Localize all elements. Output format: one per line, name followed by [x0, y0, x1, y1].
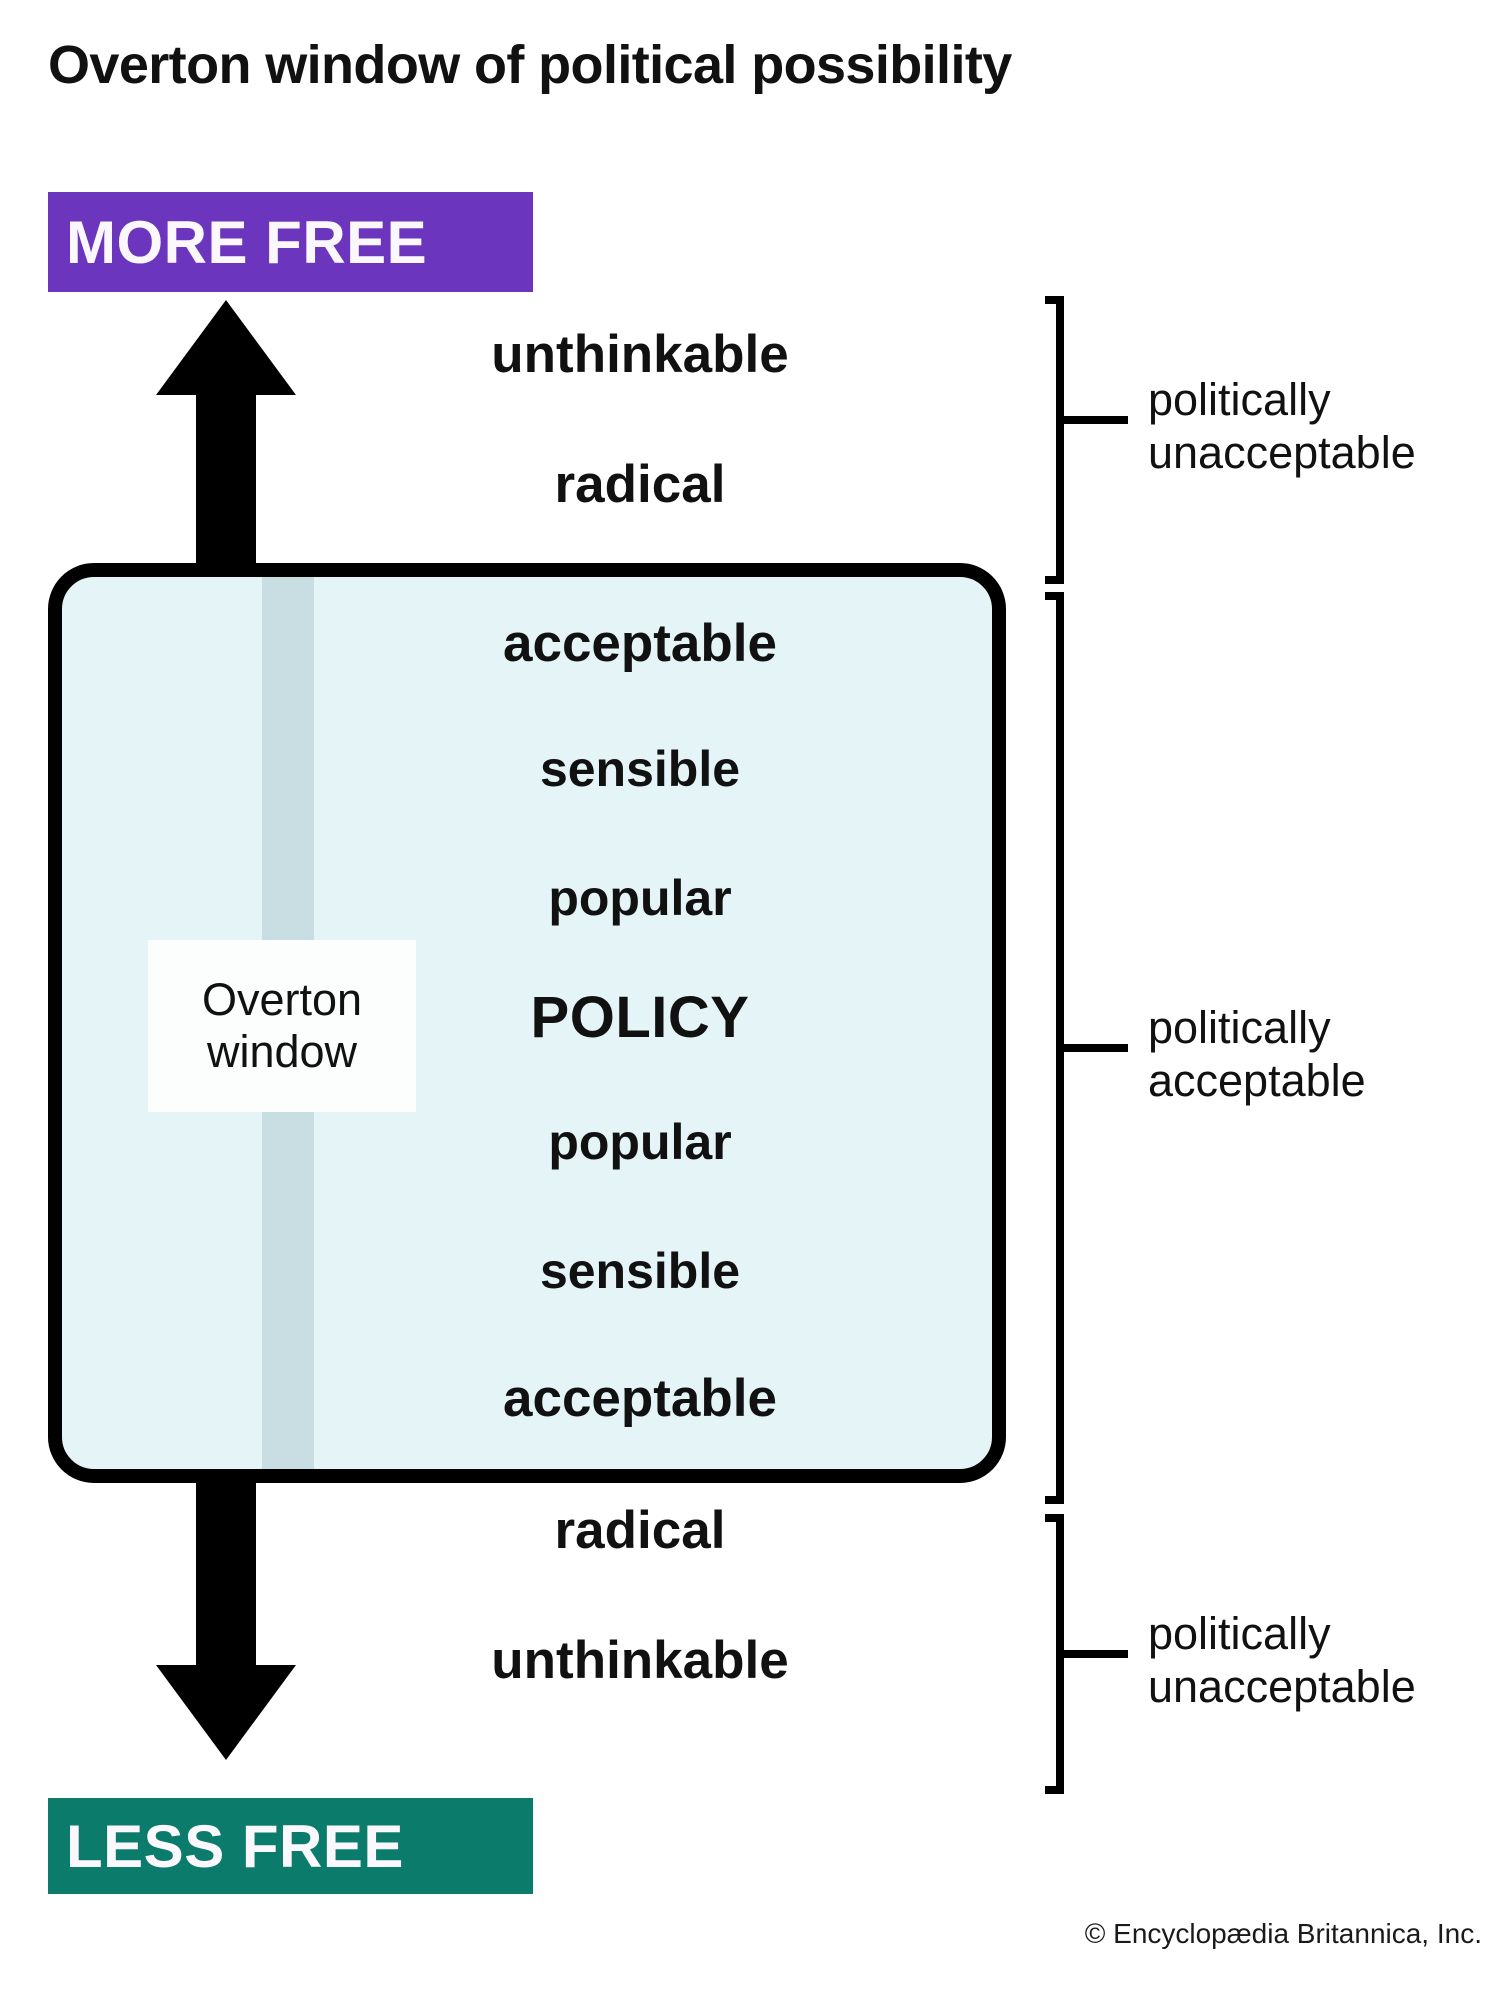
- bracket-label-unacceptable-upper: politically unacceptable: [1148, 373, 1500, 479]
- tier-unthinkable-top: unthinkable: [491, 325, 789, 384]
- bracket-label-upper-line2: unacceptable: [1148, 427, 1416, 479]
- bracket-label-upper-line1: politically: [1148, 374, 1331, 425]
- overton-window-label-line1: Overton: [201, 973, 363, 1025]
- tier-sensible-upper: sensible: [539, 741, 741, 797]
- bracket-label-lower-line2: unacceptable: [1148, 1661, 1416, 1713]
- arrow-head-up: [156, 300, 296, 560]
- bracket-label-unacceptable-lower: politically unacceptable: [1148, 1607, 1500, 1713]
- bracket-label-acceptable: politically acceptable: [1148, 1001, 1500, 1107]
- tier-acceptable-lower: acceptable: [503, 1369, 777, 1428]
- bracket-unacceptable-upper: [1045, 296, 1064, 584]
- tier-sensible-lower: sensible: [539, 1243, 741, 1299]
- tier-popular-upper: popular: [548, 870, 732, 926]
- tier-unthinkable-bottom: unthinkable: [491, 1631, 789, 1690]
- overton-window-label-line2: window: [206, 1026, 358, 1077]
- bracket-acceptable: [1045, 592, 1064, 1504]
- more-free-banner: MORE FREE: [48, 192, 533, 292]
- bracket-label-lower-line1: politically: [1148, 1608, 1331, 1659]
- page-title: Overton window of political possibility: [48, 35, 1012, 95]
- tier-radical-top: radical: [554, 455, 726, 514]
- more-free-label: MORE FREE: [66, 208, 428, 276]
- arrow-head-down: [156, 1500, 296, 1760]
- tier-policy: POLICY: [530, 985, 750, 1050]
- bracket-unacceptable-lower: [1045, 1514, 1064, 1794]
- overton-window-label: Overton window: [148, 940, 416, 1112]
- tier-acceptable-upper: acceptable: [503, 614, 777, 673]
- tier-popular-lower: popular: [548, 1114, 732, 1170]
- bracket-label-middle-line2: acceptable: [1148, 1055, 1366, 1107]
- less-free-label: LESS FREE: [66, 1812, 404, 1880]
- tier-radical-bottom: radical: [554, 1501, 726, 1560]
- less-free-banner: LESS FREE: [48, 1798, 533, 1894]
- bracket-label-middle-line1: politically: [1148, 1002, 1331, 1053]
- copyright-credit: © Encyclopædia Britannica, Inc.: [1084, 1918, 1482, 1949]
